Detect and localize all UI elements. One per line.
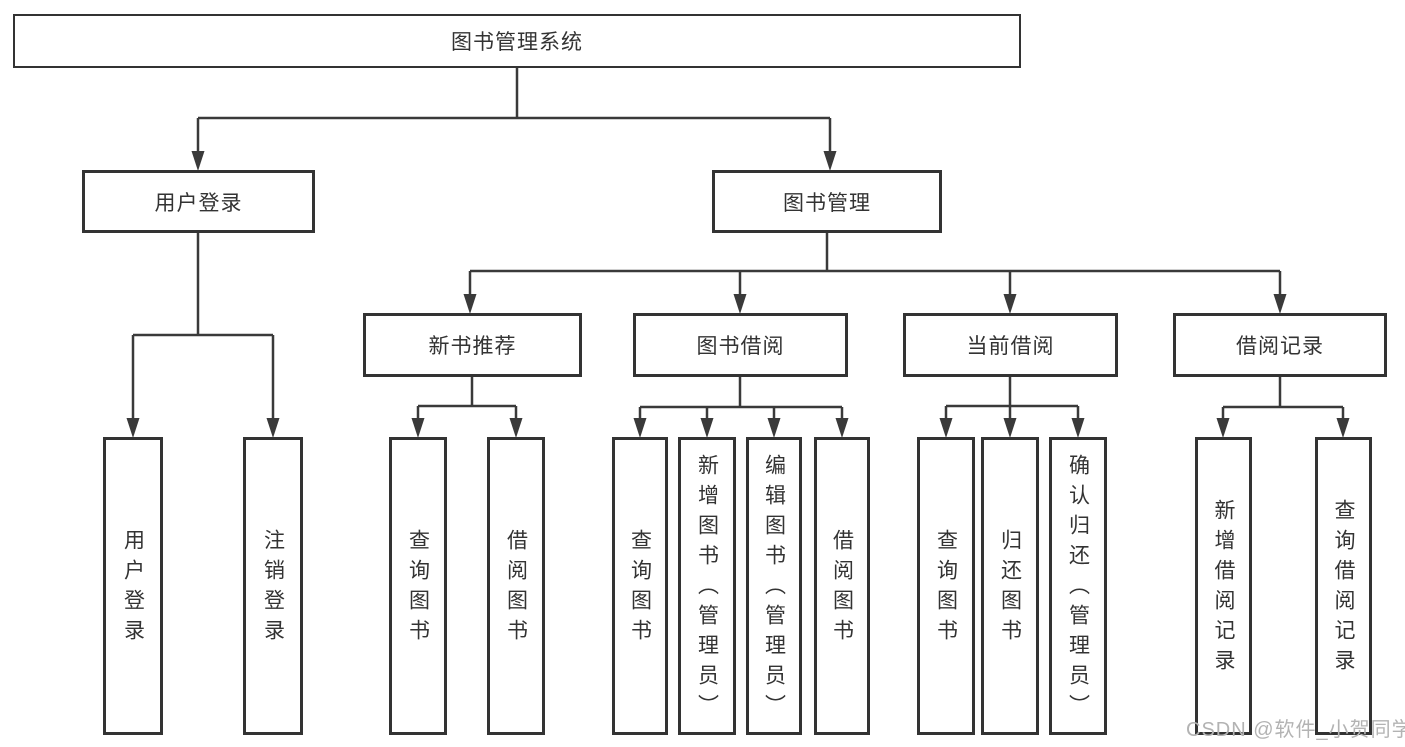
node-root: 图书管理系统: [13, 14, 1021, 68]
leaf-confirm-return-admin: 确认归还（管理员）: [1049, 437, 1107, 735]
leaf-logout: 注销登录: [243, 437, 303, 735]
node-book-borrow: 图书借阅: [633, 313, 848, 377]
node-borrow-records: 借阅记录: [1173, 313, 1387, 377]
leaf-return-book: 归还图书: [981, 437, 1039, 735]
connector-root-to-level2: [196, 68, 832, 158]
leaf-query-books-3: 查询图书: [917, 437, 975, 735]
leaf-add-book-admin: 新增图书（管理员）: [678, 437, 736, 735]
connector-userlogin-to-leaves: [131, 233, 275, 424]
node-book-management: 图书管理: [712, 170, 942, 233]
leaf-borrow-books-2: 借阅图书: [814, 437, 870, 735]
leaf-borrow-books-1: 借阅图书: [487, 437, 545, 735]
arrowheads: [126, 151, 1350, 438]
node-new-book-recommend: 新书推荐: [363, 313, 582, 377]
leaf-user-login: 用户登录: [103, 437, 163, 735]
connector-records-to-leaves: [1221, 377, 1345, 424]
leaf-query-borrow-record: 查询借阅记录: [1315, 437, 1372, 735]
connector-bookmgmt-to-level3: [468, 233, 1282, 300]
node-current-borrow: 当前借阅: [903, 313, 1118, 377]
connector-current-to-leaves: [944, 377, 1080, 424]
connector-borrow-to-leaves: [638, 377, 844, 424]
leaf-query-books-1: 查询图书: [389, 437, 447, 735]
node-user-login: 用户登录: [82, 170, 315, 233]
connector-newbook-to-leaves: [416, 377, 518, 424]
leaf-add-borrow-record: 新增借阅记录: [1195, 437, 1252, 735]
leaf-query-books-2: 查询图书: [612, 437, 668, 735]
leaf-edit-book-admin: 编辑图书（管理员）: [746, 437, 802, 735]
